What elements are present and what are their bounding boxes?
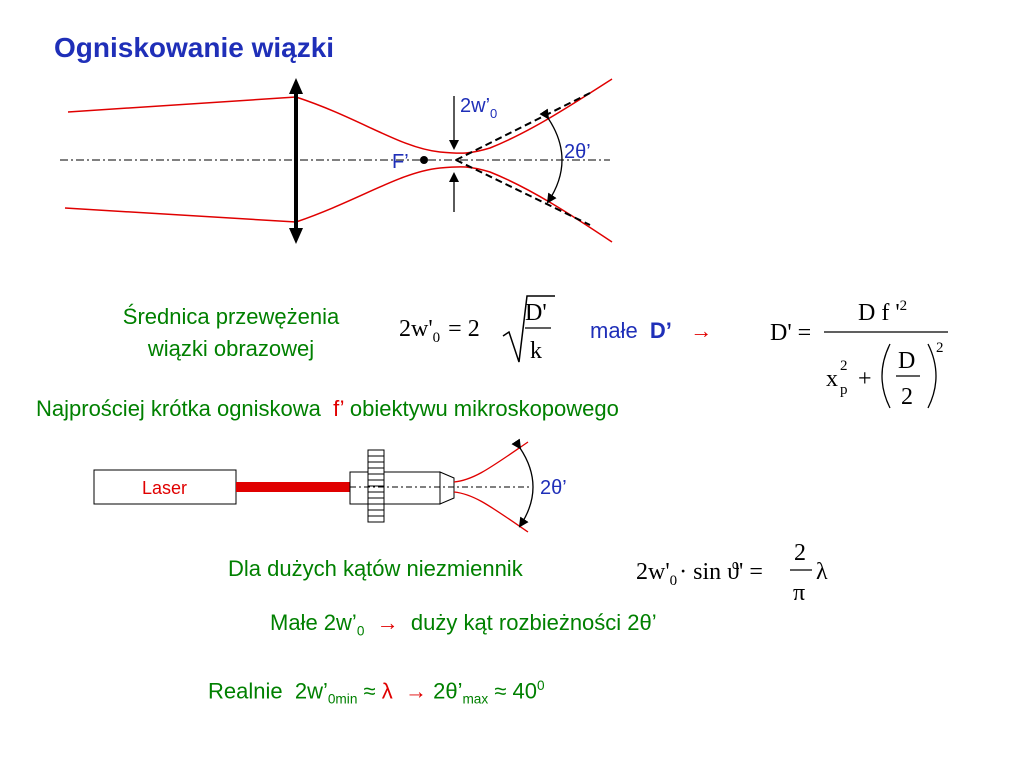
short-focal-note: Najprościej krótka ogniskowa f’ obiektyw… [36, 396, 619, 421]
asymptote-lower [455, 159, 591, 226]
small-d-note: małe D’ → [590, 318, 713, 343]
laser-label: Laser [142, 478, 187, 498]
waist-caption: Średnica przewężenia wiązki obrazowej [122, 304, 340, 361]
angle-label-2: 2θ’ [540, 477, 567, 499]
asymptote-upper [455, 92, 591, 161]
lens-arrow-bottom [289, 228, 303, 244]
svg-text:π: π [793, 580, 805, 606]
beam-lower-in [64, 207, 297, 223]
beam-lower-out [295, 166, 613, 243]
angle-label: 2θ’ [564, 141, 591, 163]
small-waist-note: Małe 2w’0 → duży kąt rozbieżności 2θ’ [270, 610, 657, 639]
waist-label: 2w’0 [460, 95, 497, 121]
svg-text:p: p [840, 382, 848, 398]
paren-left [881, 343, 891, 409]
laser-objective-diagram: Laser 2θ’ [93, 438, 567, 533]
svg-text:D: D [898, 348, 915, 374]
focus-label: F’ [392, 151, 409, 173]
output-beam-upper [453, 441, 529, 483]
svg-text:+: + [858, 366, 872, 392]
focus-point [420, 156, 428, 164]
beam-focusing-diagram: 2w’0 2θ’ F’ [60, 78, 613, 244]
svg-text:2w'0· sin ϑ' =: 2w'0· sin ϑ' = [636, 559, 763, 589]
angle-arc-2 [511, 438, 534, 528]
invariant-formula: 2w'0· sin ϑ' = 2 π λ [636, 540, 828, 606]
effective-diameter-formula: D' = D f '2 x 2 p + D 2 2 [770, 298, 948, 410]
svg-text:D': D' [525, 300, 547, 326]
svg-text:D f '2: D f '2 [858, 298, 907, 326]
svg-text:2w'0= 2: 2w'0= 2 [399, 316, 480, 346]
svg-text:2: 2 [794, 540, 806, 566]
svg-text:2: 2 [936, 340, 944, 356]
svg-text:k: k [530, 338, 542, 364]
laser-beam [236, 482, 352, 492]
output-beam-lower [453, 491, 529, 533]
paren-right [927, 343, 937, 409]
lens-arrow-top [289, 78, 303, 94]
svg-text:λ: λ [816, 559, 828, 585]
waist-formula: 2w'0= 2 D' k [399, 295, 555, 364]
svg-text:2: 2 [840, 358, 848, 374]
ring-knurling [368, 455, 384, 517]
page-title: Ogniskowanie wiązki [54, 32, 335, 63]
angle-arc [539, 108, 563, 204]
svg-text:x: x [826, 366, 838, 392]
svg-text:D' =: D' = [770, 320, 811, 346]
beam-upper-in [67, 96, 297, 113]
objective-body [349, 471, 441, 505]
svg-text:2: 2 [901, 384, 913, 410]
objective-tip [439, 471, 455, 505]
sqrt-sign [502, 295, 555, 363]
laser-box [93, 469, 237, 505]
invariant-caption: Dla dużych kątów niezmiennik [228, 556, 523, 581]
realnie-note: Realnie 2w’0min ≈ λ → 2θ’max ≈ 400 [208, 678, 545, 707]
